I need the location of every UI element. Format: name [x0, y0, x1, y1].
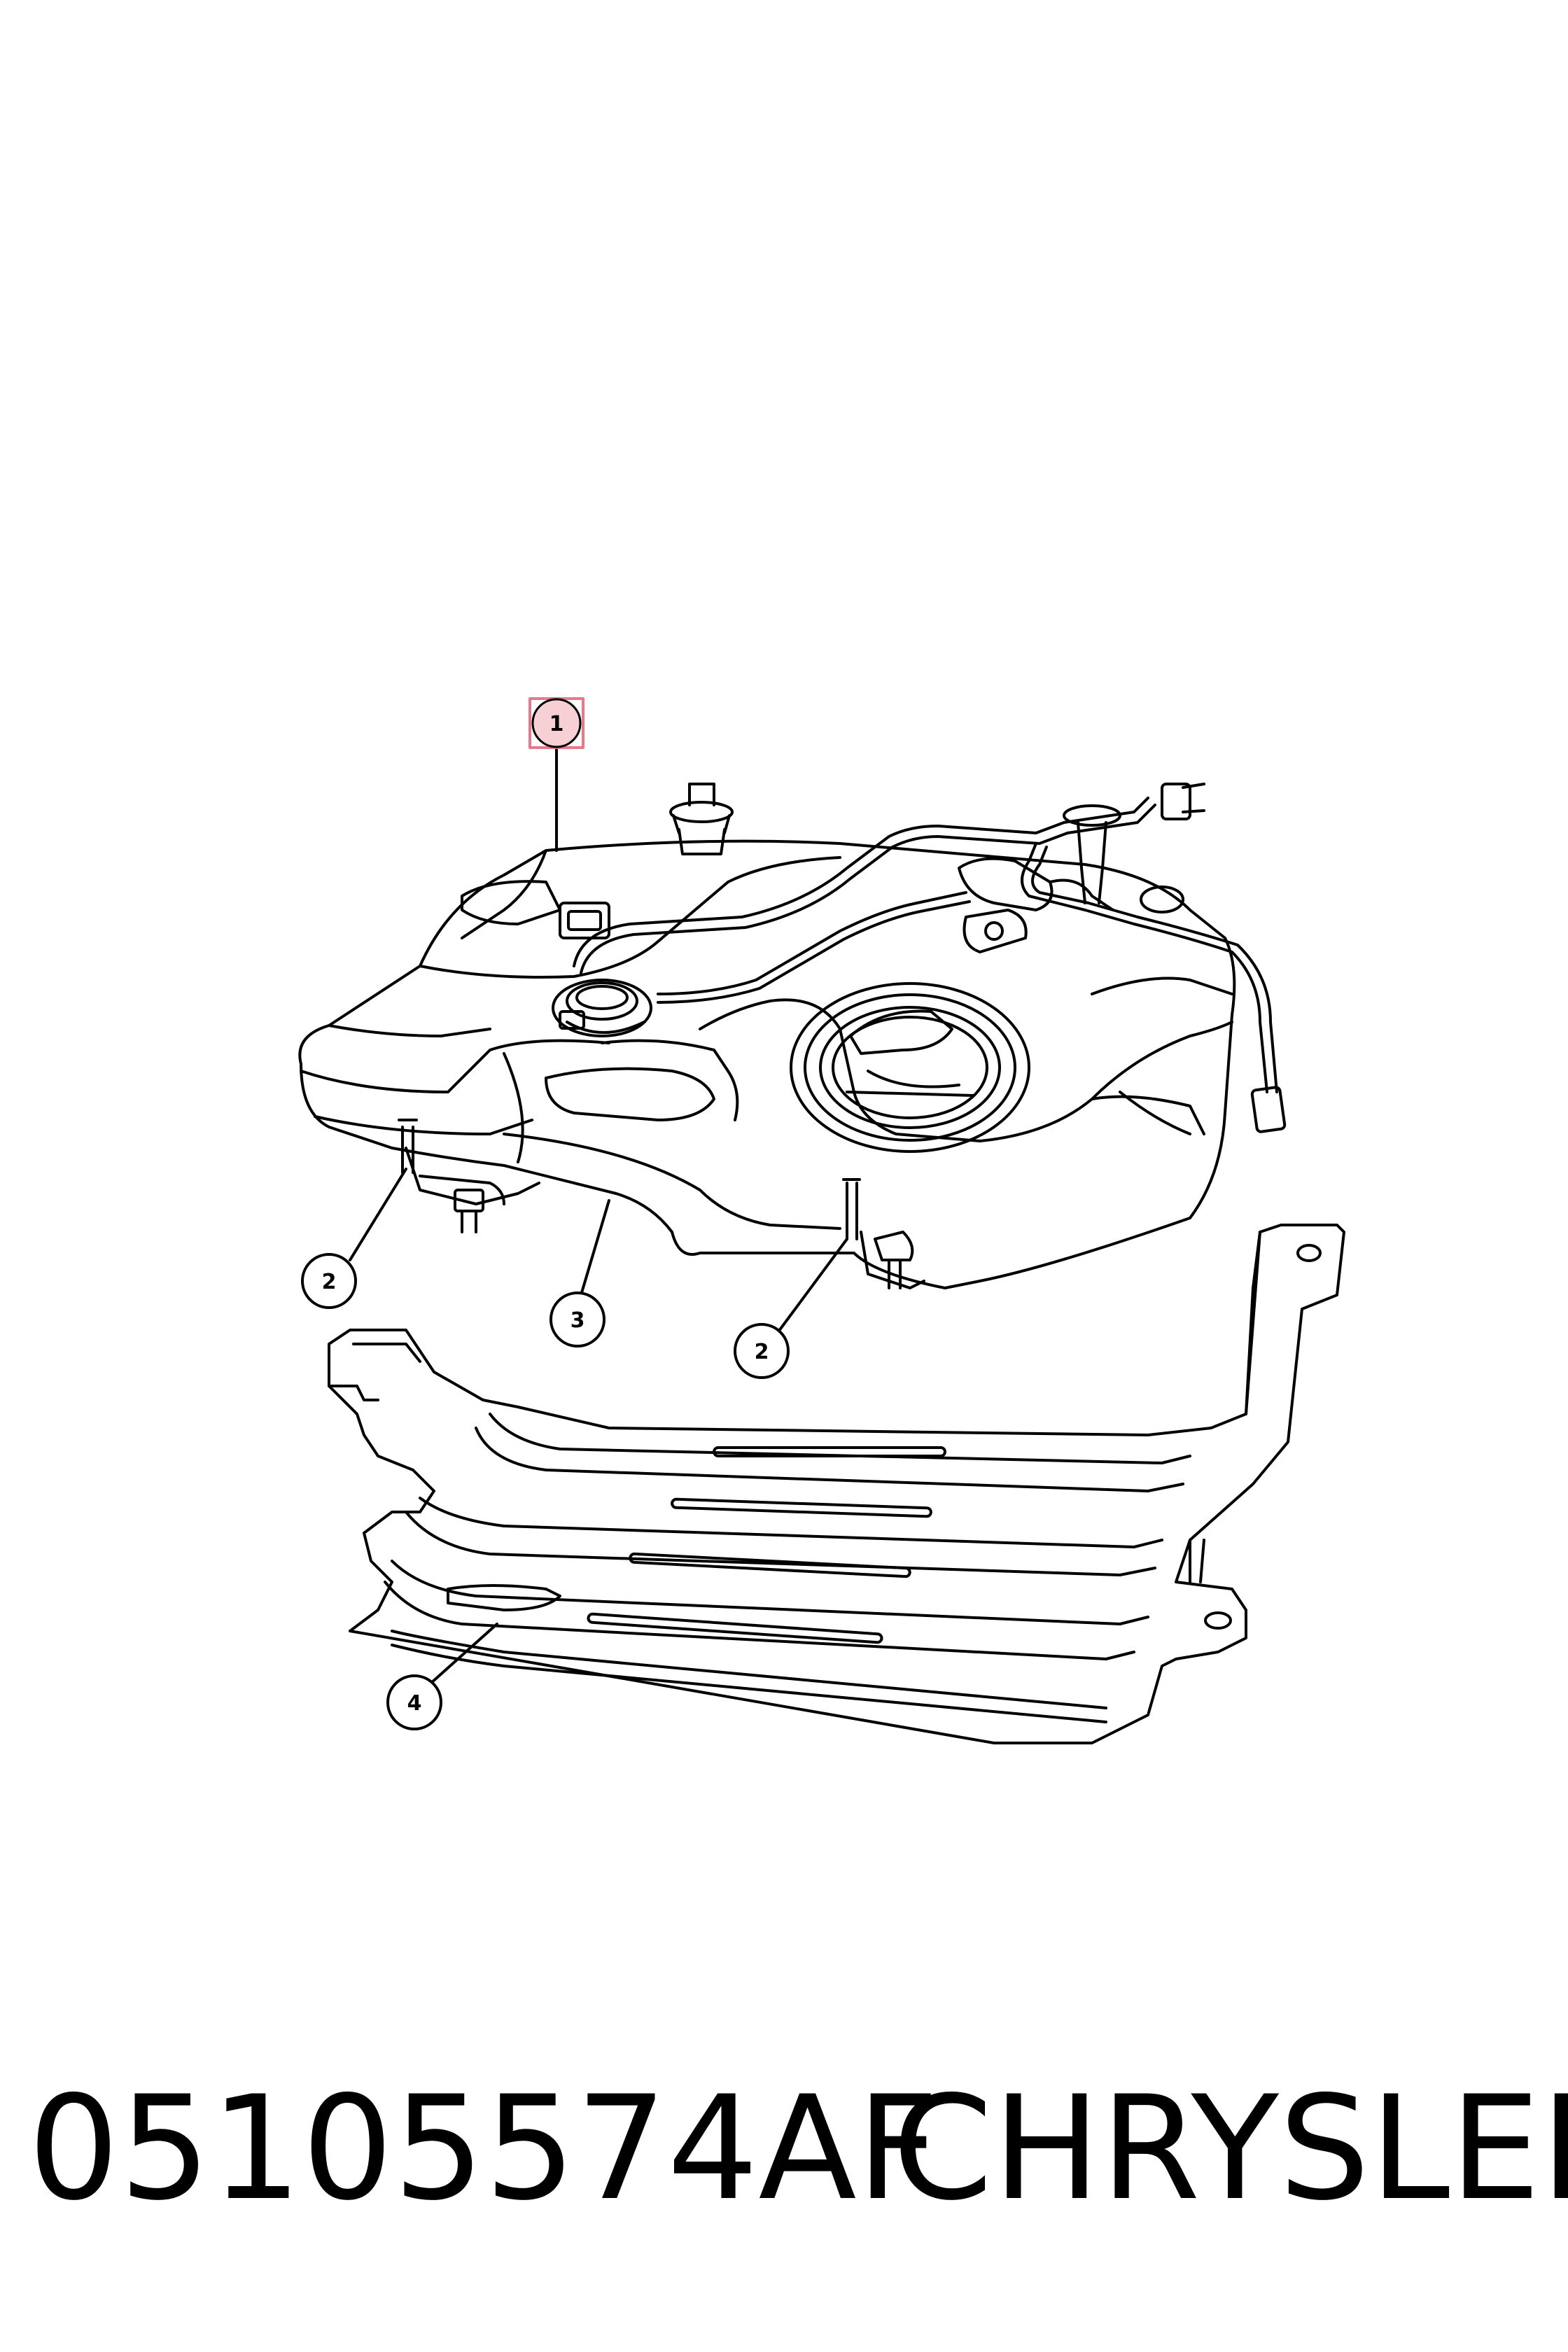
- callout-1-label: 1: [550, 712, 564, 736]
- part-number: 05105574AF: [28, 2066, 939, 2232]
- brand-name: CHRYSLER: [892, 2066, 1568, 2232]
- callout-1: 1: [528, 697, 584, 852]
- callout-2-right-label: 2: [755, 1340, 769, 1364]
- fuel-tank: [298, 783, 1287, 1289]
- callout-2-left: 2: [301, 1168, 407, 1309]
- callout-2-left-label: 2: [322, 1270, 337, 1294]
- callout-4: 4: [386, 1623, 498, 1730]
- caption: 05105574AF CHRYSLER: [0, 2065, 1568, 2233]
- callout-3-label: 3: [570, 1308, 585, 1333]
- callout-2-right: 2: [734, 1238, 848, 1379]
- callout-3: 3: [550, 1199, 610, 1348]
- callout-4-label: 4: [407, 1691, 422, 1716]
- skid-plate: [328, 1224, 1345, 1744]
